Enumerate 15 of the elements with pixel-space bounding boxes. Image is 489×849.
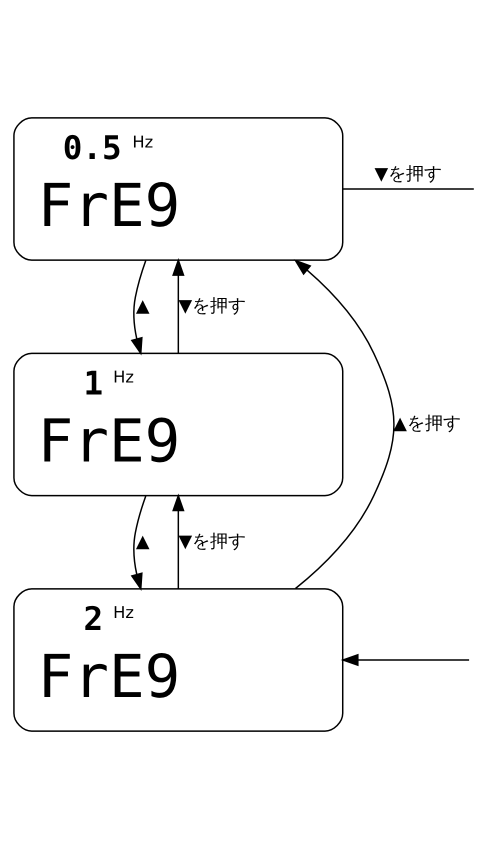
arrow <box>172 258 185 354</box>
connector <box>342 188 474 190</box>
edge-label: ▼を押す <box>178 296 246 316</box>
arrow <box>172 494 185 589</box>
arrow <box>340 654 470 666</box>
arrow <box>130 496 146 591</box>
edge-label: ▼を押す <box>374 164 442 185</box>
edge-label: ▲ <box>136 532 150 552</box>
edge-label: ▲ <box>136 296 150 316</box>
arrow <box>130 260 146 356</box>
node-box: 1 Hz FrE9 <box>13 352 344 496</box>
edge-label: ▼を押す <box>178 532 246 552</box>
arrow <box>294 259 395 590</box>
node-box: 0.5 Hz FrE9 <box>13 117 344 261</box>
node-box: 2 Hz FrE9 <box>13 588 344 732</box>
